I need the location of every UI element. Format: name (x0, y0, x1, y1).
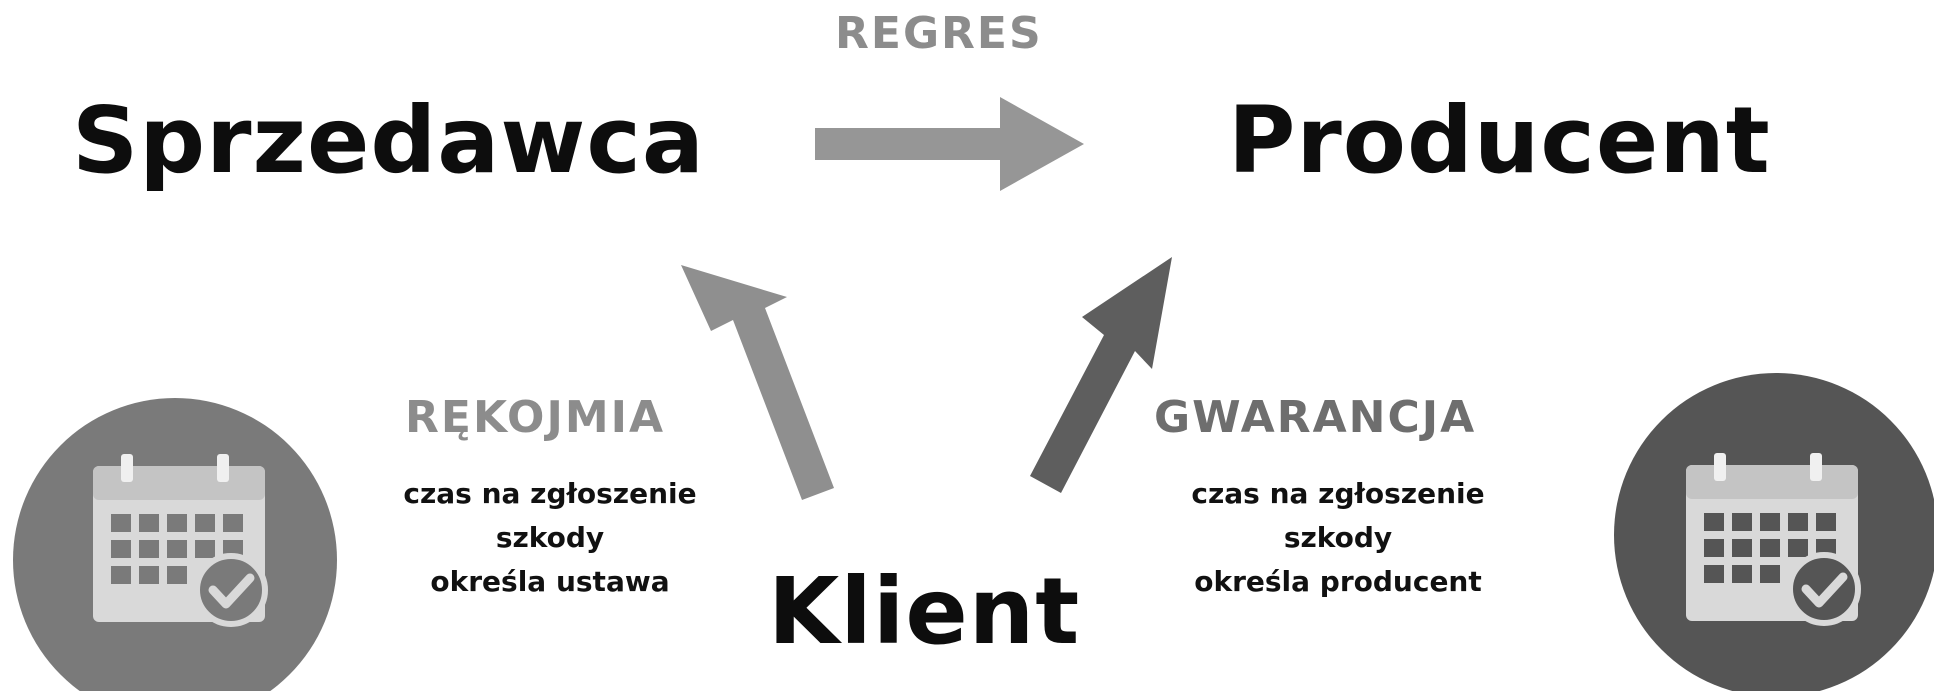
rekojmia-label: RĘKOJMIA (405, 392, 666, 443)
gwarancja-description: czas na zgłoszenie szkody określa produc… (1168, 472, 1508, 604)
calendar-check-icon (13, 398, 337, 691)
gwarancja-line-3: określa producent (1194, 565, 1482, 598)
rekojmia-description: czas na zgłoszenie szkody określa ustawa (380, 472, 720, 604)
rekojmia-arrow (681, 265, 834, 500)
rekojmia-line-1: czas na zgłoszenie (403, 477, 697, 510)
client-node-label: Klient (768, 558, 1081, 665)
gwarancja-line-2: szkody (1283, 521, 1393, 554)
gwarancja-label: GWARANCJA (1154, 392, 1477, 443)
producer-node-label: Producent (1228, 87, 1771, 194)
gwarancja-line-1: czas na zgłoszenie (1191, 477, 1485, 510)
regres-label: REGRES (835, 8, 1043, 59)
rekojmia-line-2: szkody (495, 521, 605, 554)
calendar-check-icon (1614, 373, 1934, 691)
gwarancja-arrow (1030, 257, 1172, 493)
seller-node-label: Sprzedawca (72, 87, 705, 194)
rekojmia-line-3: określa ustawa (430, 565, 670, 598)
regres-arrow (815, 97, 1084, 191)
